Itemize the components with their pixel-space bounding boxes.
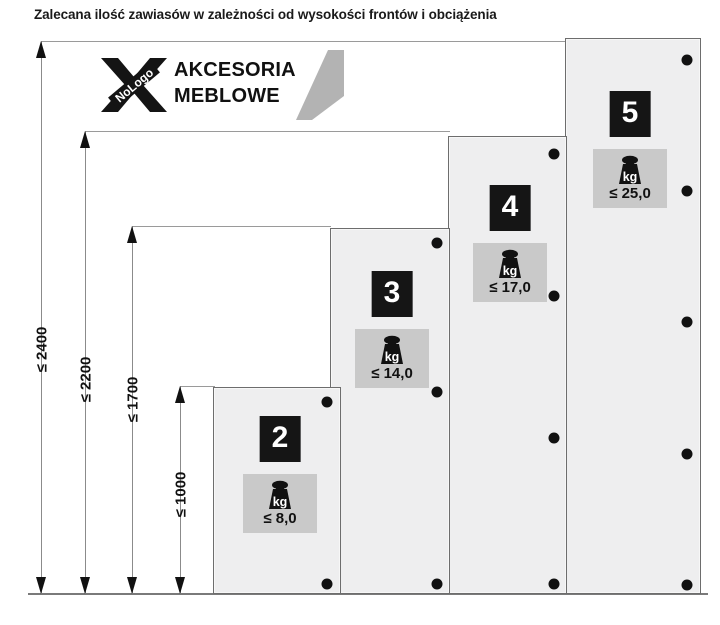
- load-capacity-box: kg ≤ 17,0: [473, 243, 547, 302]
- door-panel-5[interactable]: 5 kg ≤ 25,0: [565, 38, 701, 594]
- load-capacity-value: ≤ 8,0: [263, 510, 297, 527]
- door-panel-2[interactable]: 2 kg ≤ 8,0: [213, 387, 341, 594]
- hinge-dot: [548, 432, 560, 444]
- arrow-head-down-icon: [80, 577, 90, 594]
- svg-text:kg: kg: [623, 170, 638, 184]
- dimension-label: ≤ 1700: [124, 376, 142, 423]
- door-panel-3[interactable]: 3 kg ≤ 14,0: [330, 228, 450, 594]
- hinge-count-badge: 4: [489, 185, 531, 231]
- svg-text:kg: kg: [503, 264, 518, 278]
- guide-line-2200: [85, 131, 450, 132]
- svg-text:kg: kg: [385, 350, 400, 364]
- hinge-dot: [548, 148, 560, 160]
- weight-kg-icon: kg: [381, 335, 403, 364]
- weight-kg-icon: kg: [499, 249, 521, 278]
- dimension-label: ≤ 1000: [172, 471, 190, 518]
- hinge-count-badge: 2: [259, 416, 301, 462]
- page-title: Zalecana ilość zawiasów w zależności od …: [34, 7, 497, 22]
- hinge-count-badge: 3: [371, 271, 413, 317]
- dimension-2400: ≤ 2400: [33, 41, 51, 594]
- hinge-dot: [548, 578, 560, 590]
- dimension-1000: ≤ 1000: [172, 386, 190, 594]
- load-capacity-value: ≤ 25,0: [609, 185, 651, 202]
- hinge-dot: [431, 578, 443, 590]
- hinge-dot: [431, 386, 443, 398]
- dimension-shaft: [85, 131, 87, 594]
- load-capacity-box: kg ≤ 14,0: [355, 329, 429, 388]
- load-capacity-box: kg ≤ 25,0: [593, 149, 667, 208]
- door-panel-4[interactable]: 4 kg ≤ 17,0: [448, 136, 567, 594]
- hinge-dot: [548, 290, 560, 302]
- dimension-2200: ≤ 2200: [77, 131, 95, 594]
- hinge-count-badge: 5: [609, 91, 651, 137]
- arrow-head-up-icon: [80, 131, 90, 148]
- hinge-dot: [681, 579, 693, 591]
- guide-line-1000: [180, 386, 215, 387]
- weight-kg-icon: kg: [619, 155, 641, 184]
- load-capacity-box: kg ≤ 8,0: [243, 474, 317, 533]
- logo-line-2: MEBLOWE: [174, 84, 280, 107]
- dimension-shaft: [41, 41, 43, 594]
- logo-x-mark-icon: NoLogo: [101, 58, 167, 112]
- arrow-head-up-icon: [127, 226, 137, 243]
- hinge-dot: [681, 316, 693, 328]
- dimension-shaft: [180, 386, 182, 594]
- hinge-dot: [321, 396, 333, 408]
- hinge-dot: [681, 54, 693, 66]
- dimension-label: ≤ 2400: [33, 326, 51, 373]
- arrow-head-up-icon: [36, 41, 46, 58]
- guide-line-2400: [42, 41, 692, 42]
- logo-line-1: AKCESORIA: [174, 59, 296, 81]
- hinge-dot: [681, 185, 693, 197]
- hinge-dot: [321, 578, 333, 590]
- logo-swoosh-icon: [296, 50, 344, 120]
- dimension-1700: ≤ 1700: [124, 226, 142, 594]
- arrow-head-down-icon: [36, 577, 46, 594]
- arrow-head-down-icon: [127, 577, 137, 594]
- weight-kg-icon: kg: [269, 480, 291, 509]
- load-capacity-value: ≤ 14,0: [371, 365, 413, 382]
- dimension-shaft: [132, 226, 134, 594]
- brand-logo: NoLogo AKCESORIA MEBLOWE: [96, 50, 344, 120]
- baseline: [28, 593, 708, 595]
- logo-wordmark: AKCESORIA MEBLOWE: [174, 58, 296, 109]
- hinge-dot: [681, 448, 693, 460]
- load-capacity-value: ≤ 17,0: [489, 279, 531, 296]
- arrow-head-down-icon: [175, 577, 185, 594]
- arrow-head-up-icon: [175, 386, 185, 403]
- dimension-label: ≤ 2200: [77, 356, 95, 403]
- guide-line-1700: [133, 226, 331, 227]
- hinge-dot: [431, 237, 443, 249]
- svg-text:kg: kg: [273, 495, 288, 509]
